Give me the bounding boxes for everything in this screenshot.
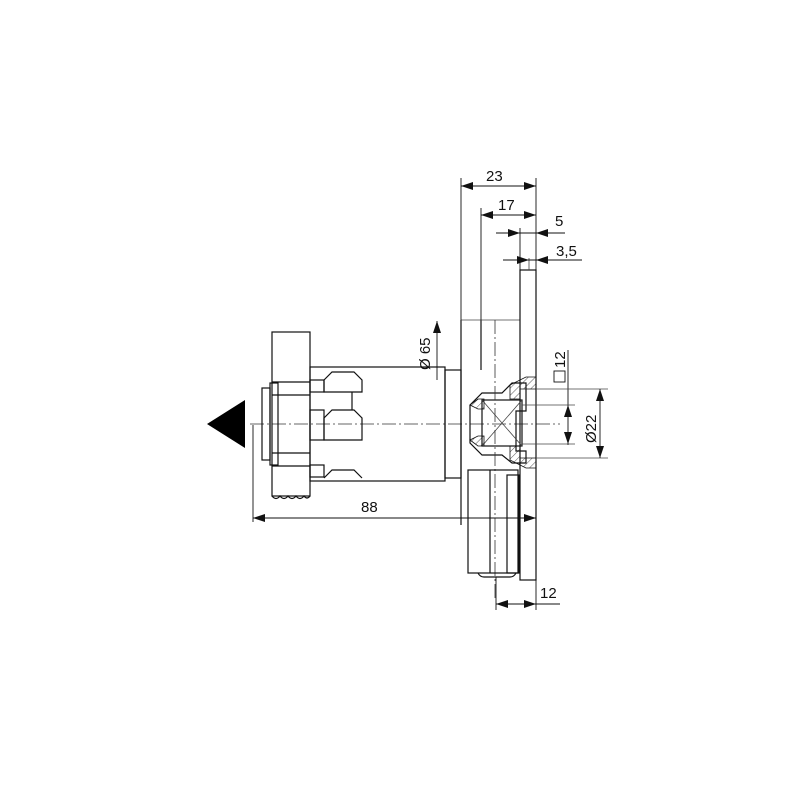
- svg-text:23: 23: [486, 168, 503, 185]
- dim-88: 88: [252, 425, 536, 522]
- dim-17: 17: [480, 197, 536, 320]
- svg-text:3,5: 3,5: [556, 243, 577, 260]
- square-drive: [469, 320, 537, 600]
- svg-text:Ø 65: Ø 65: [417, 337, 434, 370]
- svg-text:12: 12: [540, 585, 557, 602]
- lower-bracket: [467, 469, 520, 578]
- dim-12-bottom: 12: [495, 577, 560, 610]
- dim-3-5: 3,5: [503, 243, 582, 264]
- svg-text:5: 5: [555, 213, 563, 230]
- svg-text:17: 17: [498, 197, 515, 214]
- dim-dia-22: Ø22: [536, 388, 608, 459]
- svg-text:88: 88: [361, 499, 378, 516]
- svg-text:12: 12: [552, 351, 569, 368]
- direction-triangle-icon: [207, 400, 245, 448]
- key-head: [261, 331, 311, 500]
- dim-5: 5: [496, 213, 565, 270]
- dim-dia-65: Ø 65: [417, 321, 441, 380]
- svg-text:Ø22: Ø22: [583, 415, 600, 443]
- dim-square-12: 12: [522, 350, 575, 445]
- dim-23: 23: [460, 168, 537, 320]
- lock-body: [309, 366, 462, 482]
- flange: [460, 319, 520, 525]
